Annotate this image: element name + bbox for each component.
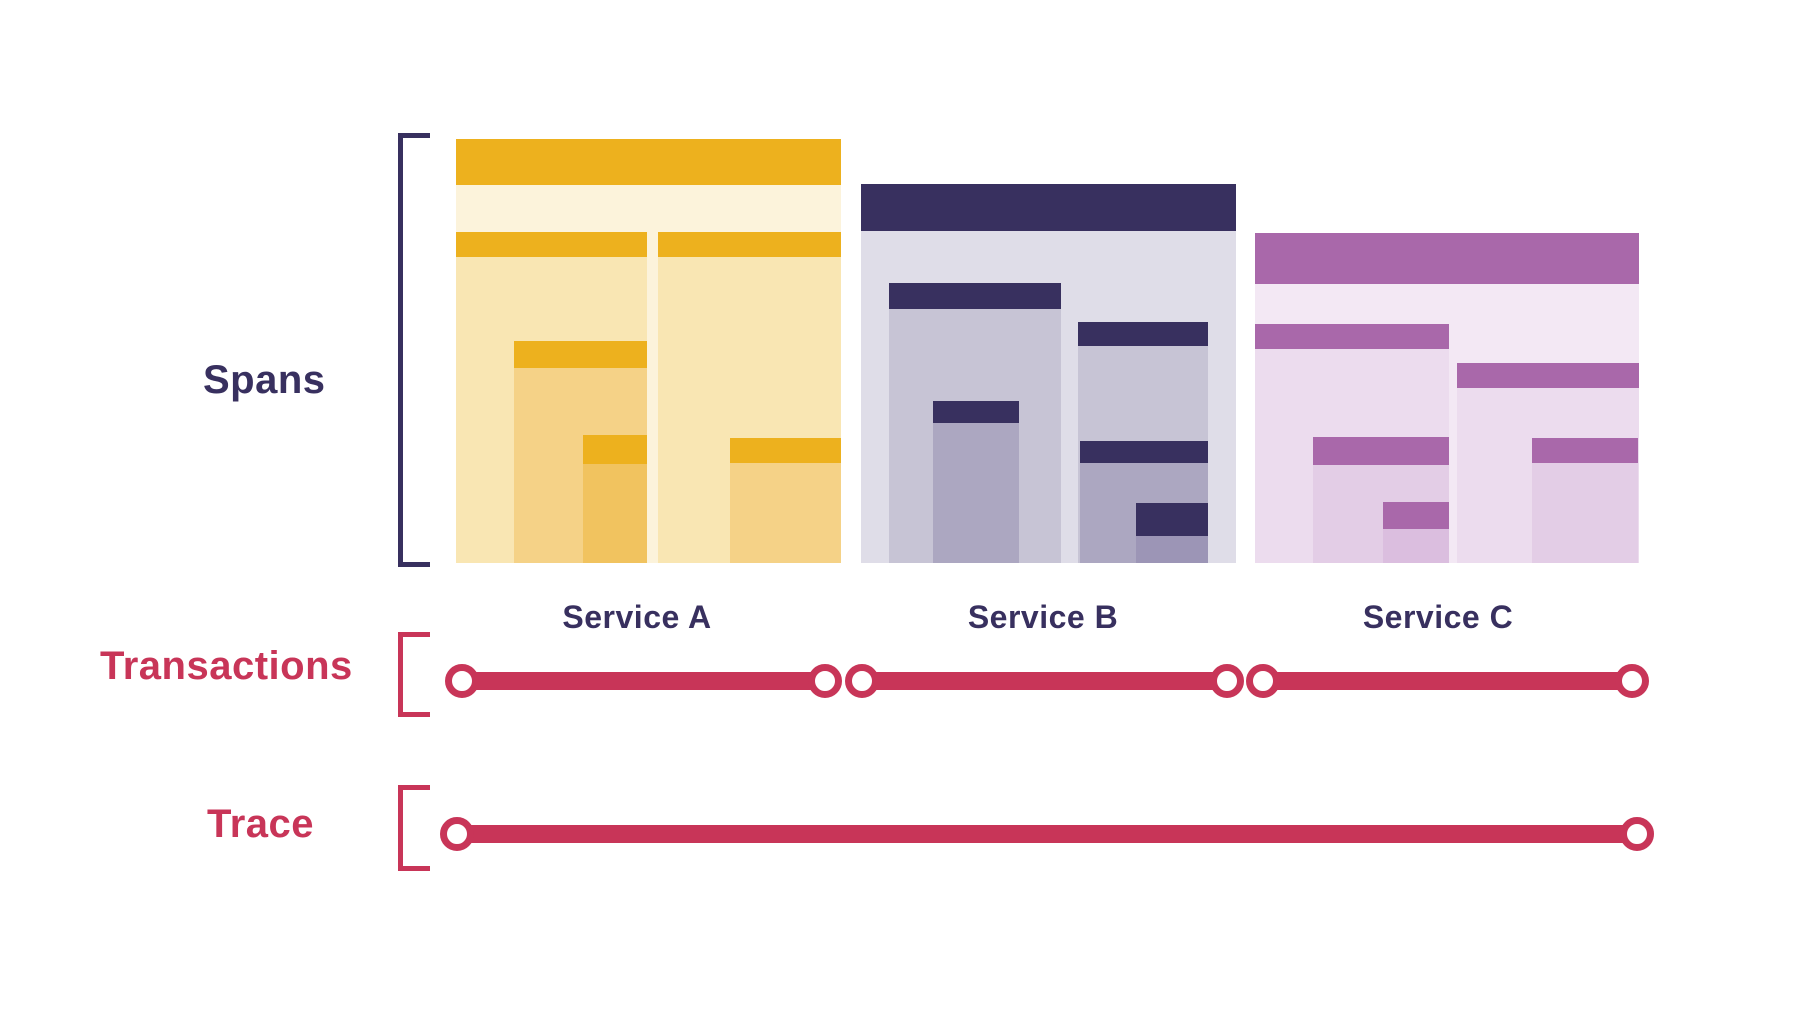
- service-c-span-header: [1383, 502, 1449, 529]
- transactions-label: Transactions: [100, 644, 353, 688]
- service-c-span-header: [1255, 233, 1639, 284]
- service-c-label: Service C: [1362, 599, 1514, 635]
- service-c-span-header: [1457, 363, 1639, 388]
- trace-bracket: [398, 785, 430, 871]
- service-a-label: Service A: [562, 599, 712, 635]
- transaction-a-bar: [462, 672, 825, 690]
- service-c-span-body: [1532, 463, 1638, 563]
- transactions-bracket: [398, 632, 430, 717]
- spans-bracket: [398, 133, 430, 567]
- service-b-span-header: [1136, 503, 1208, 536]
- transaction-a-end-node: [808, 664, 842, 698]
- service-b-span-header: [1078, 322, 1208, 346]
- trace-label: Trace: [207, 802, 315, 846]
- service-a-span-body: [730, 463, 841, 563]
- service-b-span-header: [933, 401, 1019, 423]
- service-c-span-header: [1313, 437, 1449, 465]
- service-b-span-body: [1136, 536, 1208, 563]
- transaction-a-start-node: [445, 664, 479, 698]
- trace-end-node: [1620, 817, 1654, 851]
- service-b-span-header: [889, 283, 1061, 309]
- transaction-b-start-node: [845, 664, 879, 698]
- service-b-span-header: [861, 184, 1236, 231]
- service-c-span-body: [1383, 529, 1449, 563]
- service-c-span-header: [1532, 438, 1638, 463]
- service-b-span-body: [933, 423, 1019, 563]
- service-a-span-header: [730, 438, 841, 463]
- trace-bar: [457, 825, 1637, 843]
- service-a-span-header: [514, 341, 647, 368]
- transaction-c-start-node: [1246, 664, 1280, 698]
- transaction-c-bar: [1263, 672, 1632, 690]
- service-c-span-header: [1255, 324, 1449, 349]
- service-a-span-header: [583, 435, 647, 464]
- service-a-span-header: [658, 232, 841, 257]
- transaction-b-bar: [862, 672, 1227, 690]
- service-b-span-header: [1080, 441, 1208, 463]
- trace-start-node: [440, 817, 474, 851]
- spans-label: Spans: [203, 358, 326, 402]
- service-a-span-body: [583, 464, 647, 563]
- service-a-span-header: [456, 139, 841, 185]
- transaction-c-end-node: [1615, 664, 1649, 698]
- transaction-b-end-node: [1210, 664, 1244, 698]
- service-a-span-header: [456, 232, 647, 257]
- service-b-label: Service B: [967, 599, 1119, 635]
